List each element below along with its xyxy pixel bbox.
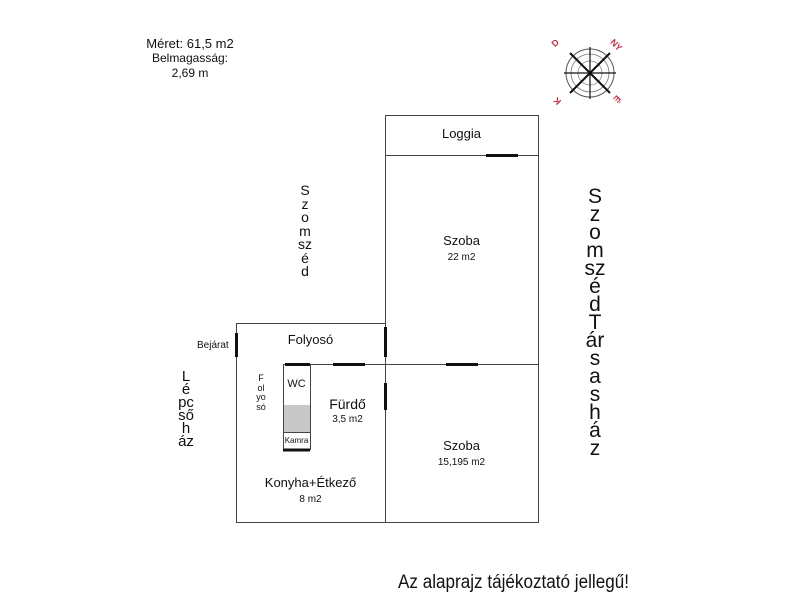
room-area: 22 m2 (447, 252, 476, 263)
neighbor-label-left: Szomszéd (298, 182, 312, 279)
height-label: Belmagasság: (151, 51, 229, 65)
room-name: Szoba (443, 233, 480, 248)
room-folyoso-vertical: Folyosó (256, 373, 266, 412)
room-name: Fürdő (329, 396, 366, 412)
disclaimer: Az alaprajz tájékoztató jellegű! (398, 572, 629, 593)
room-szoba-1: Szoba 22 m2 (385, 233, 538, 263)
room-area: 8 m2 (299, 494, 322, 505)
room-folyoso: Folyosó (287, 332, 334, 347)
room-name: Szoba (443, 438, 480, 453)
room-area: 3,5 m2 (332, 414, 363, 425)
room-name: Konyha+Étkező (264, 475, 357, 490)
room-kamra: Kamra (284, 436, 309, 445)
room-konyha: Konyha+Étkező 8 m2 (236, 475, 385, 505)
room-furdo: Fürdő 3,5 m2 (310, 396, 385, 425)
room-area: 15,195 m2 (437, 457, 486, 468)
height-value: 2,69 m (171, 66, 209, 80)
neighbor-label-right: Szomszéd Társasház (584, 185, 606, 460)
room-loggia: Loggia (441, 126, 482, 141)
room-wc: WC (287, 378, 306, 390)
room-szoba-2: Szoba 15,195 m2 (385, 438, 538, 468)
size-text: Méret: 61,5 m2 (146, 36, 234, 51)
staircase-label: Lépcsőház (178, 368, 194, 450)
info-block: Méret: 61,5 m2 Belmagasság: 2,69 m (130, 36, 250, 81)
entrance-label: Bejárat (197, 340, 229, 351)
compass-rose-icon: D NY K É (548, 36, 632, 110)
